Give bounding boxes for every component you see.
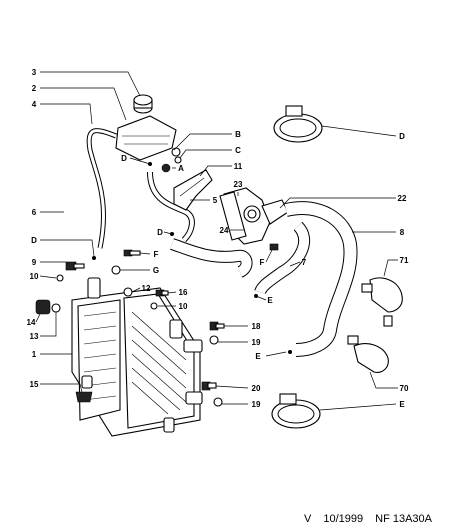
callout-f-thermostat: F xyxy=(260,258,265,267)
callout-9: 9 xyxy=(32,258,37,267)
upper-hose xyxy=(284,201,358,357)
callout-3: 3 xyxy=(32,68,37,77)
clip-71 xyxy=(361,277,403,327)
gasket xyxy=(219,191,247,241)
callout-d-tank: D xyxy=(121,154,127,163)
callout-g: G xyxy=(153,266,159,275)
hose-clamp-top xyxy=(273,105,323,143)
callout-20: 20 xyxy=(252,384,261,393)
bracket xyxy=(173,169,213,211)
expansion-tank-cap xyxy=(133,94,153,114)
callout-19-lower: 19 xyxy=(252,400,261,409)
callout-a: A xyxy=(178,164,184,173)
hose-5 xyxy=(147,171,195,243)
callout-14: 14 xyxy=(27,318,36,327)
callout-e-lower: E xyxy=(255,352,261,361)
callout-6: 6 xyxy=(32,208,37,217)
callout-10-left: 10 xyxy=(30,272,39,281)
callout-d-clamp: D xyxy=(399,132,405,141)
callout-11: 11 xyxy=(234,162,243,171)
expansion-tank xyxy=(115,115,177,161)
callout-16: 16 xyxy=(179,288,188,297)
radiator xyxy=(71,277,203,437)
callout-15: 15 xyxy=(30,380,39,389)
diagram-footer: V 10/1999 NF 13A30A xyxy=(304,513,432,525)
callout-1: 1 xyxy=(32,350,37,359)
callout-71: 71 xyxy=(400,256,409,265)
overflow-hose xyxy=(60,121,91,237)
callout-23: 23 xyxy=(234,180,243,189)
callout-13: 13 xyxy=(30,332,39,341)
callout-18: 18 xyxy=(252,322,261,331)
callout-5: 5 xyxy=(213,196,218,205)
leader-lines xyxy=(35,71,398,411)
callout-24: 24 xyxy=(220,226,229,235)
callout-labels: 3 2 4 6 B C D A 11 23 5 D 24 F 7 E 22 8 … xyxy=(27,68,409,409)
callout-2: 2 xyxy=(32,84,37,93)
callout-f-bolt: F xyxy=(154,250,159,259)
tank-hose xyxy=(86,128,117,249)
callout-d-left: D xyxy=(31,236,37,245)
footer-version: V xyxy=(304,513,312,525)
clip-70 xyxy=(347,335,389,373)
callout-7: 7 xyxy=(302,258,307,267)
callout-c: C xyxy=(235,146,241,155)
footer-date: 10/1999 xyxy=(323,513,364,525)
callout-8: 8 xyxy=(400,228,405,237)
callout-b: B xyxy=(235,130,241,139)
callout-19-upper: 19 xyxy=(252,338,261,347)
callout-22: 22 xyxy=(398,194,407,203)
callout-12: 12 xyxy=(142,284,151,293)
footer-reference: NF 13A30A xyxy=(375,513,432,525)
hose-7 xyxy=(254,221,311,295)
callout-70: 70 xyxy=(400,384,409,393)
callout-e-clamp: E xyxy=(399,400,405,409)
callout-d-mid: D xyxy=(157,228,163,237)
lower-hose xyxy=(170,238,253,278)
hose-clamp-bottom xyxy=(271,393,321,429)
callout-4: 4 xyxy=(32,100,37,109)
callout-e-mid: E xyxy=(267,296,273,305)
callout-10-mid: 10 xyxy=(179,302,188,311)
